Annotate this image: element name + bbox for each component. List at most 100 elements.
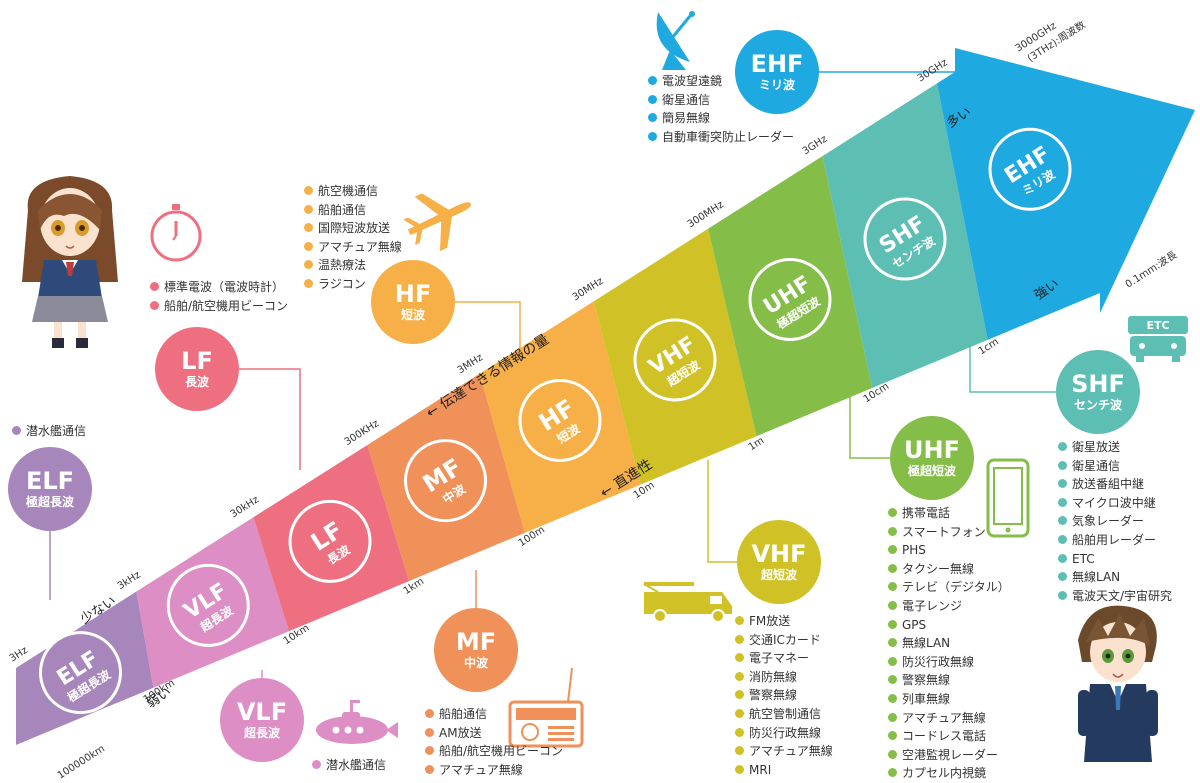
usage-item: タクシー無線 [888,560,1010,579]
callout-abbr: EHF [750,50,804,78]
usage-item: カプセル内視鏡 [888,764,1010,783]
callout-name: ミリ波 [758,78,795,92]
band-circle-ring [748,257,832,341]
callout-abbr: MF [455,628,497,656]
usage-item: ETC [1058,550,1172,569]
radio-icon [508,667,584,748]
usage-item: 電波望遠鏡 [648,72,794,91]
band-circle-ring [518,378,602,462]
callout-name: 中波 [463,656,488,670]
usage-item: 衛星通信 [1058,457,1172,476]
usage-item: 衛星通信 [648,91,794,110]
band-segment-shf [815,48,995,425]
usage-item: FM放送 [735,612,833,631]
usage-item: 交通ICカード [735,631,833,650]
usage-item: 船舶通信 [425,705,563,724]
usage-item: アマチュア無線 [888,709,1010,728]
band-circle-ring [988,127,1072,211]
callout-abbr: UHF [904,436,960,464]
callout-name: 長波 [184,375,209,389]
usage-list-ehf: 電波望遠鏡衛星通信簡易無線自動車衝突防止レーダー [648,72,794,146]
usage-item: 防災行政無線 [735,724,833,743]
usage-item: 船舶通信 [304,201,402,220]
usage-item: 無線LAN [888,634,1010,653]
usage-item: アマチュア無線 [425,761,563,780]
band-segment-uhf [700,120,880,473]
usage-item: テレビ（デジタル） [888,578,1010,597]
usage-item: 船舶/航空機用ビーコン [150,297,288,316]
usage-item: 消防無線 [735,668,833,687]
callout-name: 極超長波 [25,495,74,509]
usage-item: 警察無線 [888,671,1010,690]
leader-hf [455,301,521,350]
usage-item: 列車無線 [888,690,1010,709]
usage-item: 船舶用レーダー [1058,531,1172,550]
usage-item: 携帯電話 [888,504,1010,523]
usage-list-lf: 標準電波（電波時計）船舶/航空機用ビーコン [150,278,288,315]
wavelength-tick-elf: 100000km [56,743,107,781]
usage-item: アマチュア無線 [304,238,402,257]
usage-item: 温熱療法 [304,256,402,275]
usage-list-vlf: 潜水艦通信 [312,756,386,775]
callout-abbr: LF [181,347,213,375]
usage-item: 無線LAN [1058,568,1172,587]
band-circle-ring [166,563,250,647]
band-circle-ring [633,318,717,402]
freq-tick-vlf: 3kHz [116,570,143,593]
usage-item: 自動車衝突防止レーダー [648,128,794,147]
usage-item: AM放送 [425,724,563,743]
usage-item: 航空管制通信 [735,705,833,724]
band-circle-ring [863,197,947,281]
callout-name: センチ波 [1073,398,1122,412]
car-icon: ETC [1128,316,1188,362]
callout-name: 短波 [400,308,425,322]
leader-vhf [707,460,737,563]
leader-shf [969,335,1056,393]
usage-item: ラジコン [304,275,402,294]
usage-item: 警察無線 [735,686,833,705]
usage-item: 防災行政無線 [888,653,1010,672]
freq-tick-shf: 3GHz [801,134,830,158]
leader-uhf [849,380,890,459]
callout-abbr: VLF [236,698,288,726]
usage-item: 衛星放送 [1058,438,1172,457]
usage-item: MRI [735,761,833,780]
satellite-dish-icon [656,11,695,70]
usage-item: 船舶/航空機用ビーコン [425,742,563,761]
callout-name: 超短波 [760,568,797,582]
callout-name: 極超短波 [907,464,956,478]
usage-item: 潜水艦通信 [12,422,86,441]
submarine-icon [316,700,398,744]
band-circle-ring [39,631,122,715]
leader-lines [49,71,1056,678]
usage-item: PHS [888,541,1010,560]
fire-truck-icon [643,582,732,623]
usage-item: スマートフォン [888,523,1010,542]
usage-item: 潜水艦通信 [312,756,386,775]
clock-icon [150,204,202,262]
band-circle-ring [288,499,372,583]
callout-abbr: ELF [25,467,75,495]
usage-item: マイクロ波中継 [1058,494,1172,513]
airplane-icon [403,193,472,252]
callout-name: 超長波 [243,726,280,740]
usage-item: 国際短波放送 [304,219,402,238]
callout-abbr: SHF [1071,370,1125,398]
usage-item: 空港監視レーダー [888,746,1010,765]
callout-abbr: VHF [751,540,807,568]
usage-item: 標準電波（電波時計） [150,278,288,297]
usage-item: GPS [888,616,1010,635]
band-circle-ring [404,439,487,523]
usage-item: 電子レンジ [888,597,1010,616]
